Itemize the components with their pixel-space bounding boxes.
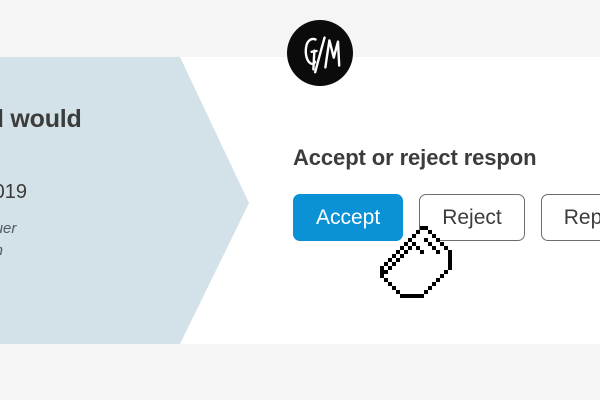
- testimonial-body-line-2: mmy nibh: [0, 240, 218, 262]
- testimonial-heading-line-1: d and would: [0, 105, 82, 133]
- testimonial-date: uary 2019: [0, 181, 27, 203]
- testimonial-body-line-3: lore”: [0, 262, 218, 284]
- gm-monogram-logo: [287, 20, 353, 86]
- accept-button[interactable]: Accept: [293, 194, 404, 241]
- testimonial-content: d and would offer. uary 2019 onsectetuer…: [0, 57, 218, 284]
- reject-button[interactable]: Reject: [419, 194, 525, 241]
- testimonial-body-line-1: onsectetuer: [0, 220, 17, 237]
- testimonial-heading: d and would offer.: [0, 57, 218, 169]
- action-button-row: Accept Reject Rep: [293, 194, 600, 241]
- reply-button[interactable]: Rep: [540, 194, 600, 241]
- page-title: Accept or reject respon: [293, 145, 537, 170]
- testimonial-heading-line-2: offer.: [0, 136, 218, 169]
- testimonial-body: onsectetuer mmy nibh lore”: [0, 205, 218, 284]
